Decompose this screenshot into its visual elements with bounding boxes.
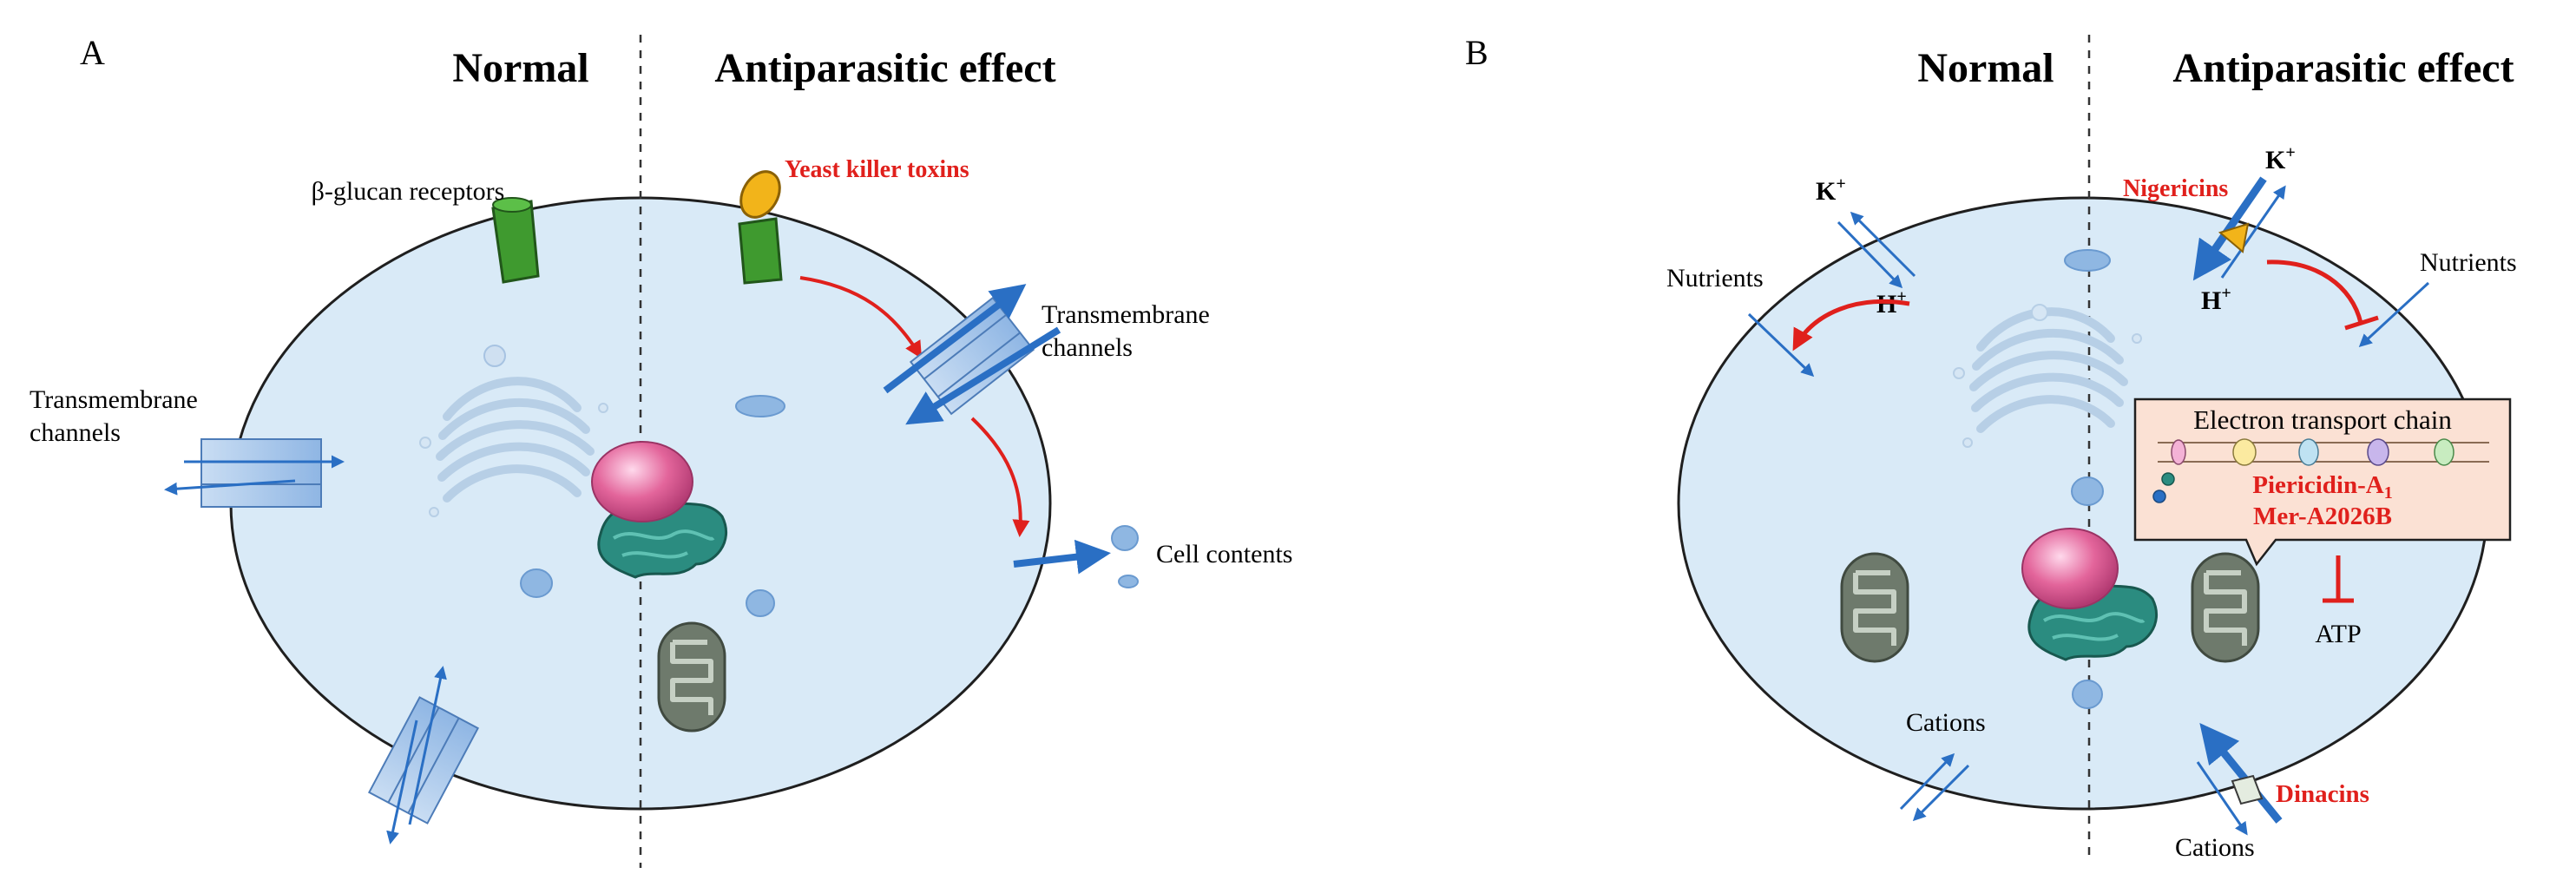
panel-a-bottom-arrow-in — [408, 666, 447, 825]
panel-b-atp-label: ATP — [2315, 620, 2361, 648]
panel-b-red-inhibit-bar — [2344, 315, 2379, 331]
panel-b-etc-complex — [2171, 439, 2186, 465]
panel-b-nucleus — [2021, 528, 2119, 609]
panel-a-vesicle — [483, 345, 506, 367]
panel-a-cell-contents-label: Cell contents — [1156, 540, 1292, 568]
panel-b-nutrients-arrow-left — [1747, 312, 1815, 378]
panel-a-beta-glucan-receptor — [491, 197, 540, 284]
panel-b-cations-right-label: Cations — [2175, 833, 2255, 862]
panel-b-h-ion-left: H+ — [1876, 287, 1907, 319]
panel-b-header-normal: Normal — [1917, 45, 2054, 91]
panel-b-vesicle — [2072, 680, 2103, 709]
panel-a-yeast-killer-toxin — [739, 170, 781, 219]
panel-a-transmembrane-channel — [200, 438, 322, 508]
panel-b-h-efflux-arrow — [2220, 185, 2286, 279]
panel-b-cations-arrow-left-out — [1912, 764, 1970, 822]
panel-b-cations-left-label: Cations — [1906, 708, 1986, 737]
panel-b-dinacin-molecule — [2231, 774, 2264, 805]
panel-b-k-ion-right: K+ — [2265, 143, 2296, 174]
panel-a-beta-glucan-label: β-glucan receptors — [312, 177, 505, 206]
panel-a-vesicle — [520, 568, 553, 598]
panel-b-etc-complex — [2298, 438, 2319, 466]
panel-a-mitochondrion — [659, 623, 725, 731]
panel-a-letter: A — [80, 33, 105, 72]
panel-b-piericidin-label: Piericidin-A1 — [2252, 471, 2392, 503]
panel-b-nigericins-label: Nigericins — [2123, 175, 2228, 202]
panel-b-nutrients-right-label: Nutrients — [2420, 248, 2517, 277]
panel-b-header-effect: Antiparasitic effect — [2172, 45, 2514, 91]
panel-b-h-ion-right: H+ — [2201, 284, 2231, 315]
panel-b-etc-complex — [2367, 438, 2389, 466]
panel-a-tm-channels-left-line1: Transmembrane — [30, 385, 198, 414]
panel-a-cell-content-blob — [1111, 525, 1139, 551]
panel-a-influx-arrow — [905, 326, 1061, 425]
panel-b-nigericin-molecule — [2218, 222, 2250, 253]
panel-b-etc-complex — [2232, 438, 2257, 466]
panel-a-red-arrow — [799, 276, 923, 359]
panel-a-red-arrow — [970, 417, 1030, 537]
panel-b: B Normal Antiparasitic effect K+ H+ Nutr… — [1465, 33, 2517, 862]
panel-b-mer-label: Mer-A2026B — [2253, 503, 2392, 530]
panel-b-h-arrow-left — [1850, 211, 1916, 278]
panel-b-cations-arrow-left-in — [1899, 752, 1955, 811]
panel-a-left-arrow-out — [164, 479, 296, 496]
panel-a: A Normal Antiparasitic effect β-glucan r… — [30, 33, 1292, 868]
panel-b-mitochondrion — [1842, 554, 1908, 661]
panel-b-k-arrow-left — [1837, 220, 1903, 289]
panel-a-tm-channels-left-line2: channels — [30, 418, 121, 447]
panel-b-vesicle — [2064, 249, 2111, 272]
panel-a-header-normal: Normal — [452, 45, 588, 91]
panel-b-k-ion-left: K+ — [1816, 174, 1846, 206]
panel-b-inhibitor-molecule — [2152, 489, 2166, 503]
panel-a-efflux-arrow — [883, 284, 1027, 394]
panel-b-dinacins-label: Dinacins — [2276, 780, 2369, 808]
panel-b-vesicle — [2031, 304, 2048, 321]
panel-b-letter: B — [1465, 33, 1488, 72]
panel-a-tm-channels-right-line1: Transmembrane — [1042, 300, 1210, 329]
panel-b-vesicle — [2071, 476, 2104, 506]
panel-b-cations-arrow-right-in — [2196, 761, 2248, 836]
panel-b-red-curve-normal — [1792, 299, 1910, 352]
panel-a-header-effect: Antiparasitic effect — [714, 45, 1055, 91]
panel-a-toxin-receptor — [738, 217, 783, 285]
panel-a-cell-content-blob — [1118, 575, 1139, 588]
panel-b-nutrients-left-label: Nutrients — [1666, 264, 1764, 292]
panel-a-transmembrane-channel — [909, 296, 1035, 416]
panel-a-toxin-label: Yeast killer toxins — [785, 156, 969, 183]
panel-a-cell-contents-arrow — [1013, 539, 1111, 575]
panel-a-vesicle — [746, 589, 775, 617]
panel-b-nutrients-arrow-right — [2358, 281, 2430, 348]
panel-a-bottom-arrow-out — [386, 719, 418, 844]
panel-b-mitochondrion — [2192, 554, 2258, 661]
panel-b-cations-efflux-arrow — [2199, 723, 2283, 824]
panel-b-etc-title: Electron transport chain — [2193, 404, 2452, 435]
panel-b-etc-callout: Electron transport chain Piericidin-A1 M… — [2133, 398, 2512, 567]
panel-b-etc-complex — [2434, 438, 2454, 466]
panel-a-vesicle — [735, 395, 785, 417]
panel-b-inhibitor-molecule — [2161, 472, 2175, 486]
panel-b-k-influx-arrow — [2192, 176, 2267, 281]
panel-b-red-inhibit-curve — [2266, 260, 2363, 324]
panel-a-nucleus — [591, 441, 693, 522]
panel-a-tm-channels-right-line2: channels — [1042, 333, 1133, 362]
